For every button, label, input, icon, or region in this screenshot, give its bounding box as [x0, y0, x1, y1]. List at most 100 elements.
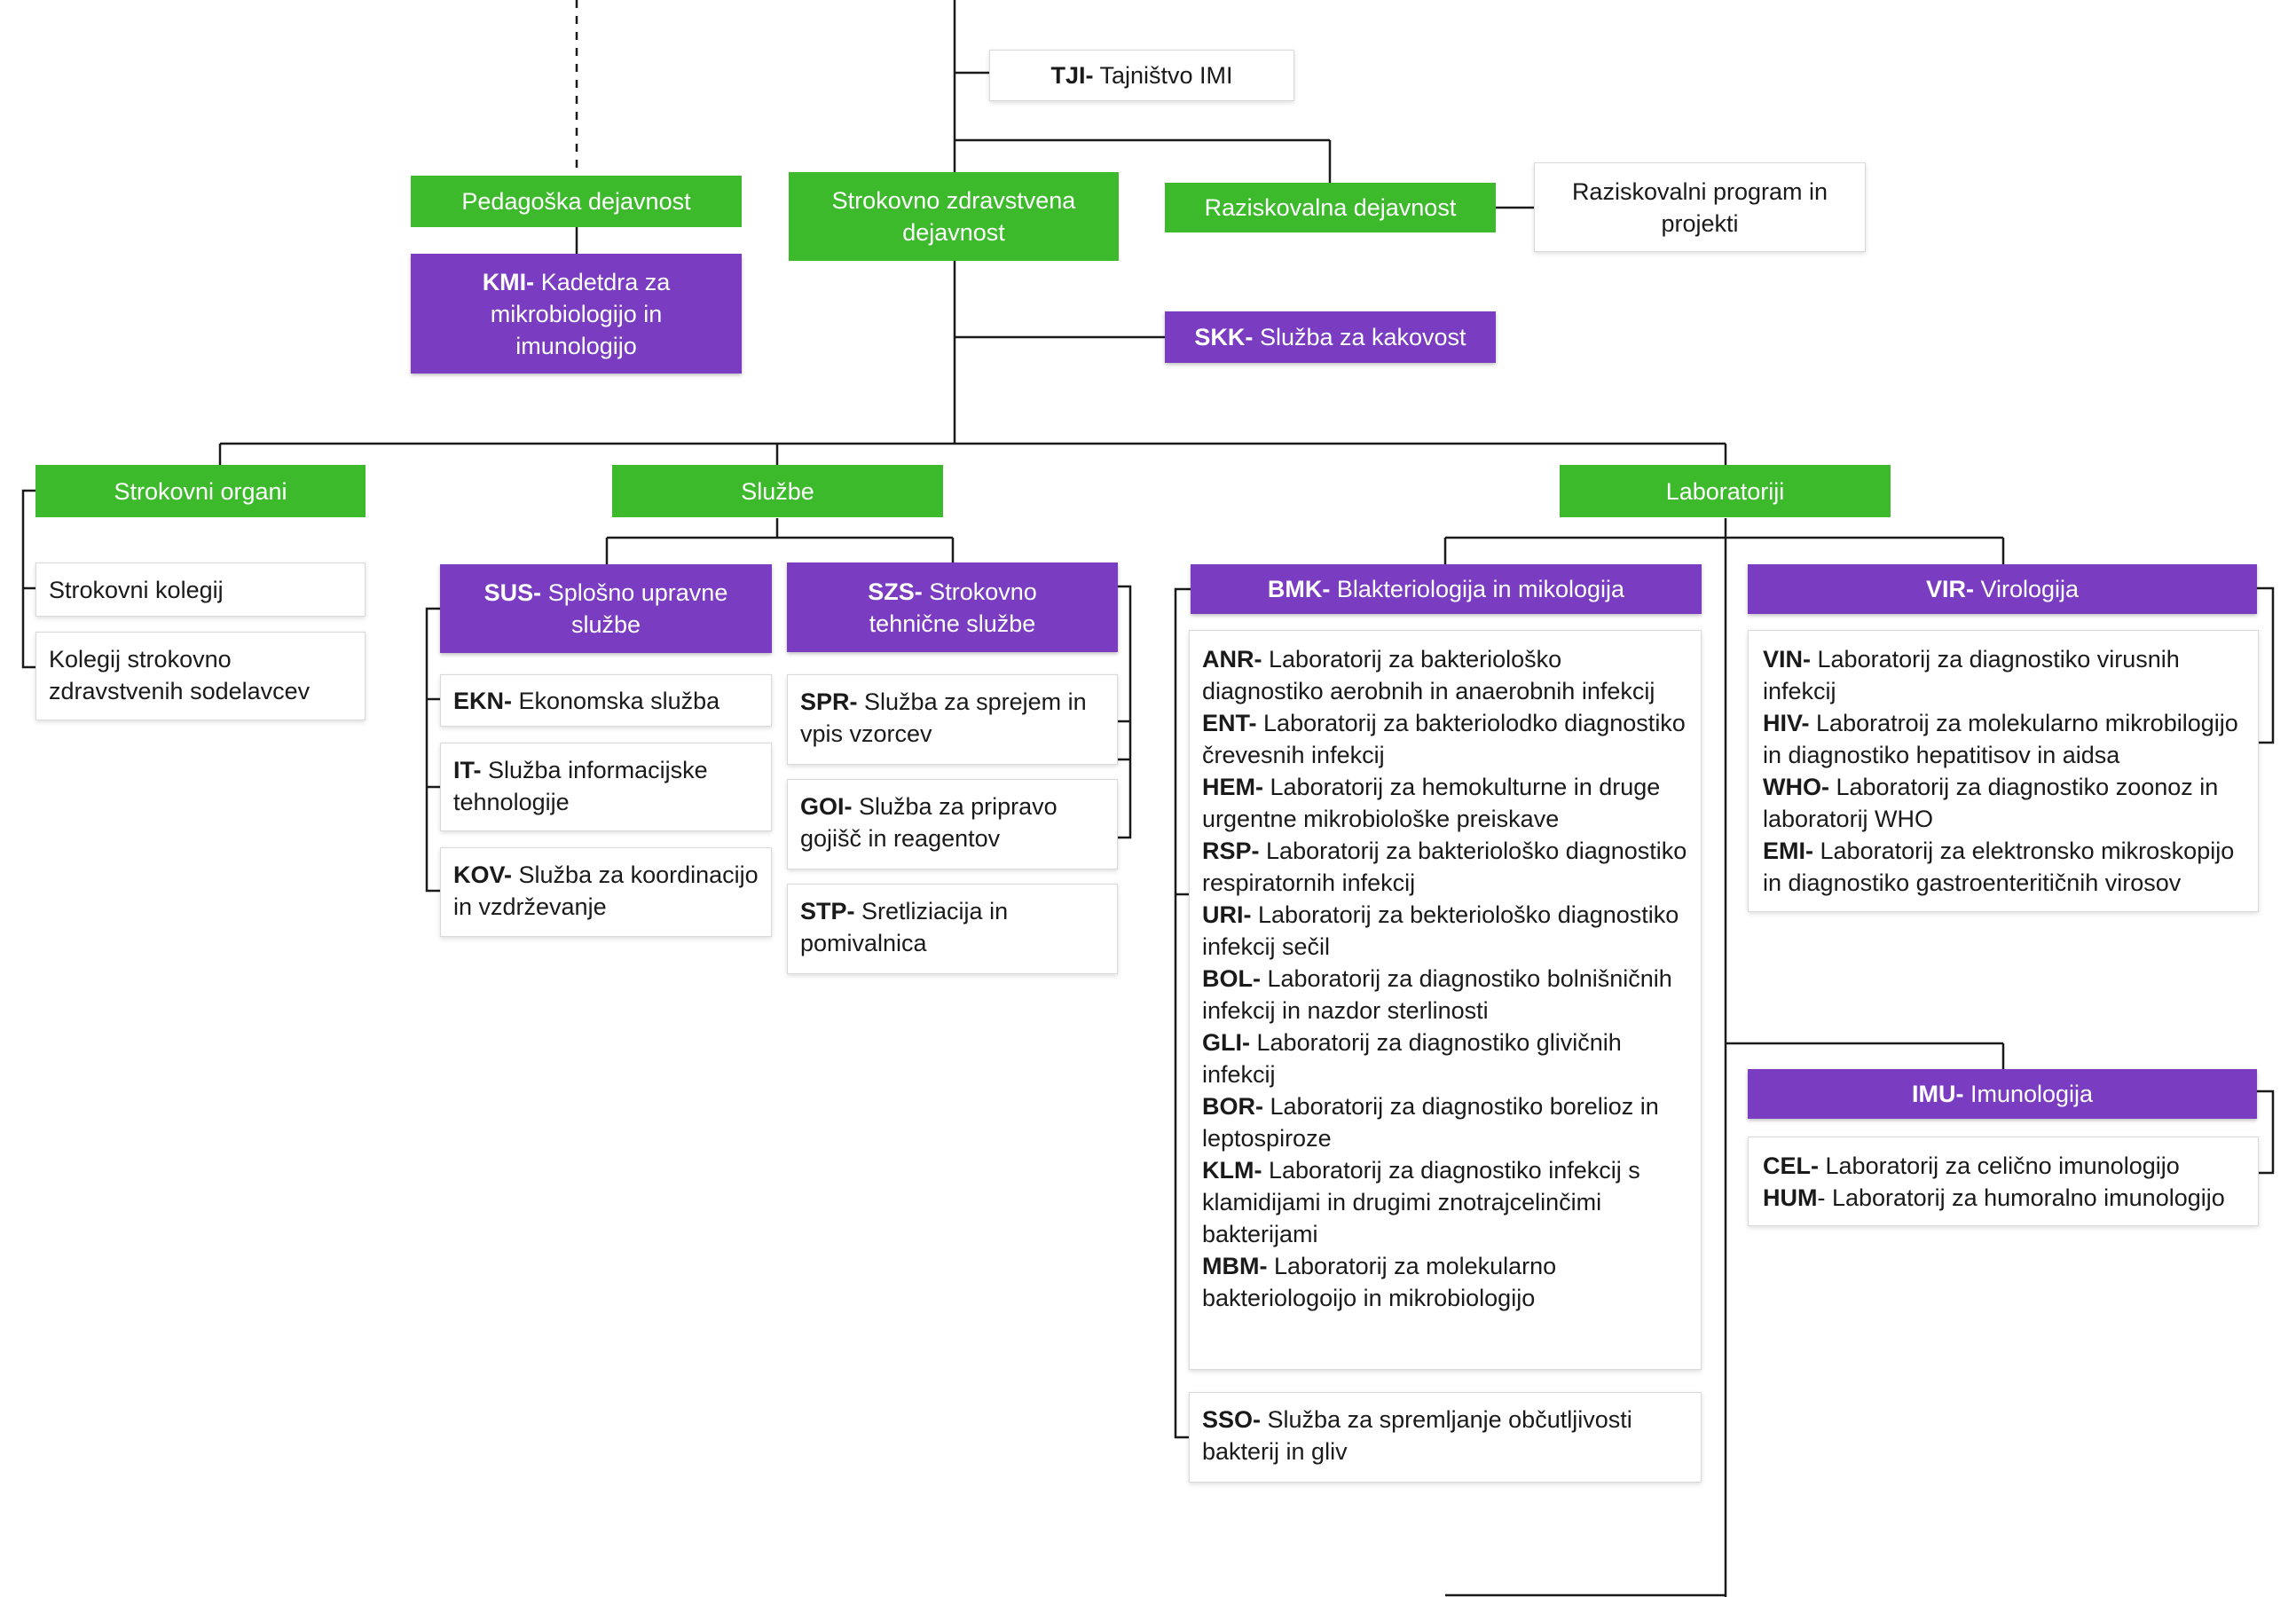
list-item: GLI- Laboratorij za diagnostiko glivični… — [1202, 1027, 1688, 1090]
mbm-code: MBM- — [1202, 1253, 1268, 1279]
pedagoska-dejavnost-box: Pedagoška dejavnost — [411, 176, 742, 227]
kov-label: Služba za koordinacijo in vzdrževanje — [453, 861, 759, 920]
ent-code: ENT- — [1202, 710, 1257, 736]
list-item: HEM- Laboratorij za hemokulturne in drug… — [1202, 771, 1688, 835]
mbm-label: Laboratorij za molekularno bakteriologoi… — [1202, 1253, 1557, 1311]
hiv-code: HIV- — [1763, 710, 1810, 736]
spr-code: SPR- — [800, 688, 858, 715]
spr-box: SPR- Služba za sprejem in vpis vzorcev — [787, 674, 1118, 765]
skk-box: SKK- Služba za kakovost — [1165, 311, 1496, 363]
hem-label: Laboratorij za hemokulturne in druge urg… — [1202, 774, 1661, 832]
emi-code: EMI- — [1763, 838, 1813, 864]
kov-box: KOV- Služba za koordinacijo in vzdrževan… — [440, 847, 772, 937]
bmk-list-box: ANR- Laboratorij za bakteriološko diagno… — [1189, 630, 1702, 1370]
sso-code: SSO- — [1202, 1406, 1262, 1433]
kmi-code: KMI- — [482, 268, 535, 295]
bor-code: BOR- — [1202, 1093, 1263, 1120]
strokovni-organi-label: Strokovni organi — [114, 477, 287, 505]
stp-code: STP- — [800, 898, 855, 924]
vin-code: VIN- — [1763, 646, 1811, 673]
it-box: IT- Služba informacijske tehnologije — [440, 743, 772, 831]
who-code: WHO- — [1763, 774, 1829, 800]
goi-code: GOI- — [800, 793, 853, 820]
skk-code: SKK- — [1194, 324, 1254, 350]
sus-code: SUS- — [484, 579, 542, 606]
sso-label: Služba za spremljanje občutljivosti bakt… — [1202, 1406, 1632, 1465]
hum-label: - Laboratorij za humoralno imunologijo — [1817, 1184, 2225, 1211]
laboratoriji-label: Laboratoriji — [1665, 477, 1785, 505]
strokovno-zdravstvena-dejavnost-box: Strokovno zdravstvena dejavnost — [789, 172, 1119, 261]
ekn-box: EKN- Ekonomska služba — [440, 674, 772, 727]
raziskovalna-dejavnost-box: Raziskovalna dejavnost — [1165, 183, 1496, 232]
list-item: ENT- Laboratorij za bakteriolodko diagno… — [1202, 707, 1688, 771]
raziskovalna-label: Raziskovalna dejavnost — [1204, 194, 1457, 221]
imu-label: Imunologija — [1970, 1081, 2094, 1107]
imu-list-box: CEL- Laboratorij za celično imunologijo … — [1748, 1137, 2259, 1226]
szs-label: Strokovno tehnične službe — [869, 578, 1037, 637]
pedagoska-label: Pedagoška dejavnost — [461, 188, 691, 215]
goi-label: Služba za pripravo gojišč in reagentov — [800, 793, 1058, 852]
list-item: BOR- Laboratorij za diagnostiko borelioz… — [1202, 1090, 1688, 1154]
cel-label: Laboratorij za celično imunologijo — [1825, 1153, 2180, 1179]
list-item: KLM- Laboratorij za diagnostiko infekcij… — [1202, 1154, 1688, 1250]
sluzbe-label: Službe — [741, 477, 814, 505]
klm-label: Laboratorij za diagnostiko infekcij s kl… — [1202, 1157, 1640, 1247]
uri-code: URI- — [1202, 901, 1252, 928]
szs-code: SZS- — [868, 578, 923, 605]
ekn-label: Ekonomska služba — [518, 687, 720, 714]
spr-label: Služba za sprejem in vpis vzorcev — [800, 688, 1087, 747]
hum-code: HUM — [1763, 1184, 1818, 1211]
list-item: VIN- Laboratorij za diagnostiko virusnih… — [1763, 643, 2244, 707]
klm-code: KLM- — [1202, 1157, 1262, 1184]
tji-code: TJI- — [1050, 62, 1094, 89]
it-code: IT- — [453, 757, 482, 783]
ent-label: Laboratorij za bakteriolodko diagnostiko… — [1202, 710, 1686, 768]
gli-label: Laboratorij za diagnostiko glivičnih inf… — [1202, 1029, 1622, 1088]
rsp-label: Laboratorij za bakteriološko diagnostiko… — [1202, 838, 1687, 896]
list-item: HUM- Laboratorij za humoralno imunologij… — [1763, 1182, 2244, 1214]
list-item: URI- Laboratorij za bekteriološko diagno… — [1202, 899, 1688, 963]
stp-box: STP- Sretliziacija in pomivalnica — [787, 884, 1118, 974]
bol-code: BOL- — [1202, 965, 1261, 992]
kolegij-sodelavcev-box: Kolegij strokovno zdravstvenih sodelavce… — [35, 632, 366, 720]
kov-code: KOV- — [453, 861, 513, 888]
list-item: HIV- Laboratroij za molekularno mikrobil… — [1763, 707, 2244, 771]
kolegij-sodelavcev-label: Kolegij strokovno zdravstvenih sodelavce… — [49, 646, 311, 704]
strokovni-kolegij-label: Strokovni kolegij — [49, 576, 224, 603]
kmi-label: Kadetdra za mikrobiologijo in imunologij… — [490, 268, 671, 359]
uri-label: Laboratorij za bekteriološko diagnostiko… — [1202, 901, 1679, 960]
vir-box: VIR- Virologija — [1748, 564, 2257, 614]
tji-label: Tajništvo IMI — [1099, 62, 1233, 89]
list-item: EMI- Laboratorij za elektronsko mikrosko… — [1763, 835, 2244, 899]
raziskovalni-program-box: Raziskovalni program in projekti — [1534, 162, 1866, 252]
who-label: Laboratorij za diagnostiko zoonoz in lab… — [1763, 774, 2219, 832]
anr-code: ANR- — [1202, 646, 1262, 673]
cel-code: CEL- — [1763, 1153, 1819, 1179]
hem-code: HEM- — [1202, 774, 1263, 800]
bmk-label: Blakteriologija in mikologija — [1336, 576, 1625, 602]
vir-label: Virologija — [1980, 576, 2080, 602]
kmi-box: KMI- Kadetdra za mikrobiologijo in imuno… — [411, 254, 742, 374]
emi-label: Laboratorij za elektronsko mikroskopijo … — [1763, 838, 2235, 896]
bol-label: Laboratorij za diagnostiko bolnišničnih … — [1202, 965, 1672, 1024]
bmk-code: BMK- — [1267, 576, 1331, 602]
list-item: CEL- Laboratorij za celično imunologijo — [1763, 1150, 2244, 1182]
bor-label: Laboratorij za diagnostiko borelioz in l… — [1202, 1093, 1659, 1152]
list-item: BOL- Laboratorij za diagnostiko bolnišni… — [1202, 963, 1688, 1027]
vir-list-box: VIN- Laboratorij za diagnostiko virusnih… — [1748, 630, 2259, 912]
strokovni-kolegij-box: Strokovni kolegij — [35, 562, 366, 617]
goi-box: GOI- Služba za pripravo gojišč in reagen… — [787, 779, 1118, 869]
laboratoriji-box: Laboratoriji — [1560, 465, 1891, 517]
ekn-code: EKN- — [453, 687, 512, 714]
stp-label: Sretliziacija in pomivalnica — [800, 898, 1009, 956]
it-label: Služba informacijske tehnologije — [453, 757, 708, 815]
sso-box: SSO- Služba za spremljanje občutljivosti… — [1189, 1392, 1702, 1483]
rsp-code: RSP- — [1202, 838, 1260, 864]
list-item: RSP- Laboratorij za bakteriološko diagno… — [1202, 835, 1688, 899]
list-item: ANR- Laboratorij za bakteriološko diagno… — [1202, 643, 1688, 707]
gli-code: GLI- — [1202, 1029, 1250, 1056]
sus-box: SUS- Splošno upravne službe — [440, 564, 772, 653]
strokovno-label: Strokovno zdravstvena dejavnost — [831, 187, 1076, 246]
anr-label: Laboratorij za bakteriološko diagnostiko… — [1202, 646, 1655, 704]
